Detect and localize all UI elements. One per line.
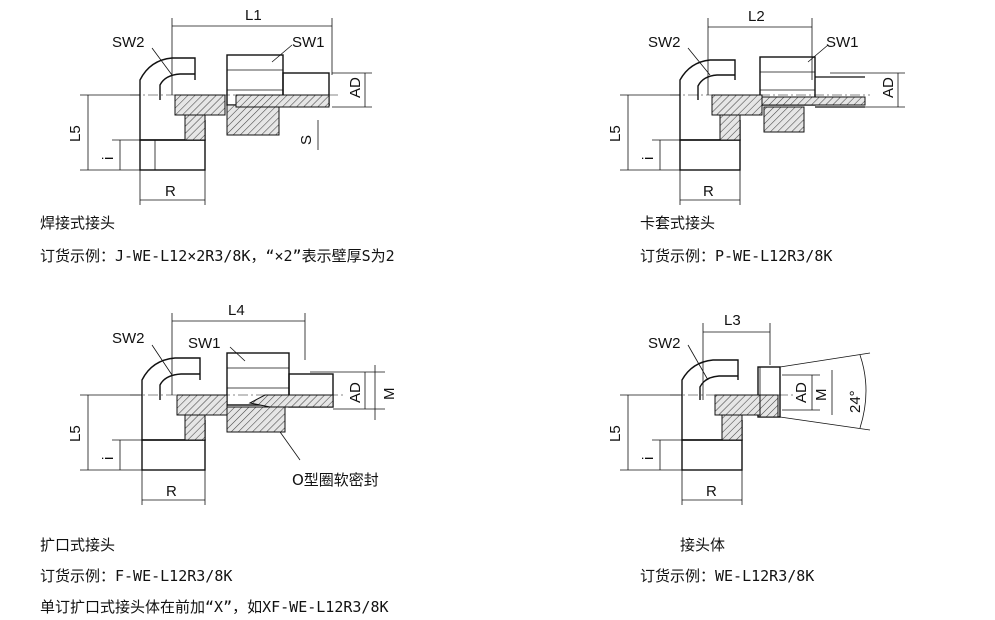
sw1-label: SW1 [292, 34, 325, 51]
sw1-label: SW1 [188, 335, 221, 352]
sw2-label: SW2 [648, 34, 681, 51]
r-label: R [165, 183, 176, 200]
order-example: 订货示例：J-WE-L12×2R3/8K，“×2”表示壁厚S为2 [40, 247, 395, 265]
dim-length-label: L4 [228, 302, 245, 319]
order-example: 订货示例：WE-L12R3/8K [640, 567, 815, 585]
order-example: 订货示例：F-WE-L12R3/8K [40, 567, 233, 585]
l5-label: L5 [67, 425, 84, 442]
i-label: i [100, 457, 117, 460]
r-label: R [703, 183, 714, 200]
m-label: M [813, 389, 830, 402]
sw2-label: SW2 [112, 34, 145, 51]
sw2-label: SW2 [648, 335, 681, 352]
angle-label: 24° [847, 390, 864, 413]
diagram-fitting-body: L3 SW2 AD M 24° L5 i R [607, 312, 871, 505]
order-note: 单订扩口式接头体在前加“X”，如XF-WE-L12R3/8K [40, 598, 389, 616]
r-label: R [706, 483, 717, 500]
ad-label: AD [793, 382, 810, 403]
dim-length-label: L1 [245, 7, 262, 24]
r-label: R [166, 483, 177, 500]
ad-label: AD [880, 77, 897, 98]
i-label: i [100, 157, 117, 160]
diagram-compression-fitting: L2 SW2 SW1 AD L5 i R [607, 8, 905, 205]
seal-label: O型圈软密封 [292, 471, 379, 489]
order-example: 订货示例：P-WE-L12R3/8K [640, 247, 833, 265]
panel-title: 焊接式接头 [40, 214, 116, 232]
i-label: i [640, 457, 657, 460]
dim-length-label: L3 [724, 312, 741, 329]
diagram-weld-fitting: L1 SW2 SW1 AD L5 i R S [67, 7, 372, 205]
i-label: i [640, 157, 657, 160]
panel-title: 卡套式接头 [640, 214, 716, 232]
ad-label: AD [347, 77, 364, 98]
sw2-label: SW2 [112, 330, 145, 347]
panel-title: 接头体 [680, 536, 726, 554]
l5-label: L5 [607, 125, 624, 142]
sw1-label: SW1 [826, 34, 859, 51]
diagram-flare-fitting: L4 SW2 SW1 AD M L5 i R O型圈软密封 [67, 302, 398, 505]
l5-label: L5 [67, 125, 84, 142]
panel-title: 扩口式接头 [40, 536, 116, 554]
m-label: M [381, 388, 398, 401]
l5-label: L5 [607, 425, 624, 442]
s-label: S [298, 135, 315, 145]
dim-length-label: L2 [748, 8, 765, 25]
ad-label: AD [347, 382, 364, 403]
